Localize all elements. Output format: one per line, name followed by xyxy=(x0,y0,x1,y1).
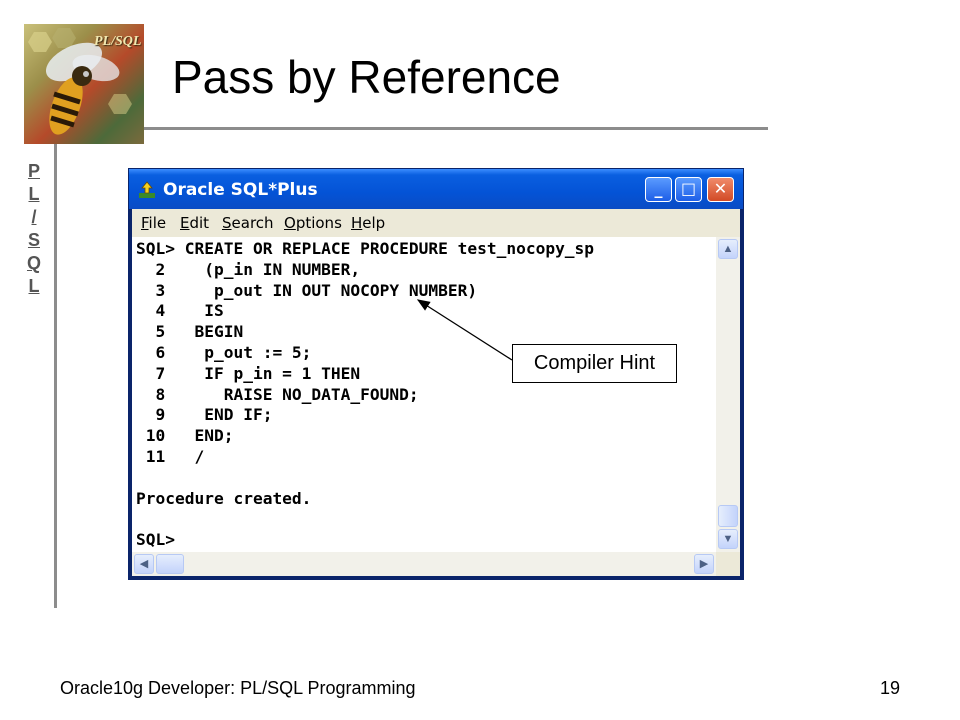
sqlplus-window: Oracle SQL*Plus _ □ ✕ File Edit Search O… xyxy=(128,168,744,580)
side-letter: P xyxy=(27,161,40,181)
menu-file[interactable]: File xyxy=(141,214,167,232)
side-letter: L xyxy=(28,276,40,296)
maximize-button[interactable]: □ xyxy=(675,177,702,202)
title-divider xyxy=(144,127,768,130)
side-divider xyxy=(54,144,57,608)
menu-bar: File Edit Search Options Help xyxy=(132,209,740,237)
code-listing: SQL> CREATE OR REPLACE PROCEDURE test_no… xyxy=(136,239,595,550)
page-number: 19 xyxy=(880,678,901,698)
vertical-scrollbar[interactable]: ▲ ▼ xyxy=(716,237,740,552)
arrow-right-icon[interactable]: ▶ xyxy=(694,554,714,574)
arrow-up-icon[interactable]: ▲ xyxy=(718,239,738,259)
footer-text: Oracle10g Developer: PL/SQL Programming xyxy=(60,678,416,698)
side-letter: Q xyxy=(26,253,41,273)
horizontal-scroll-thumb[interactable] xyxy=(156,554,184,574)
menu-edit[interactable]: Edit xyxy=(180,214,210,232)
window-titlebar[interactable]: Oracle SQL*Plus _ □ ✕ xyxy=(129,169,743,209)
vertical-scroll-thumb[interactable] xyxy=(718,505,738,527)
sqlplus-app-icon xyxy=(139,181,155,198)
slide-title: Pass by Reference xyxy=(172,51,561,103)
close-button[interactable]: ✕ xyxy=(707,177,734,202)
menu-search[interactable]: Search xyxy=(222,214,274,232)
side-letter: / xyxy=(31,207,37,227)
window-title: Oracle SQL*Plus xyxy=(163,180,318,200)
side-label: P L / S Q L xyxy=(22,160,46,298)
bee-icon xyxy=(28,28,132,135)
sqlplus-output[interactable]: SQL> CREATE OR REPLACE PROCEDURE test_no… xyxy=(132,237,716,552)
horizontal-scrollbar[interactable]: ◀ ▶ xyxy=(132,552,716,576)
logo-text: PL/SQL xyxy=(94,34,142,49)
compiler-hint-callout: Compiler Hint xyxy=(512,344,677,383)
arrow-left-icon[interactable]: ◀ xyxy=(134,554,154,574)
side-letter: S xyxy=(27,230,40,250)
arrow-down-icon[interactable]: ▼ xyxy=(718,529,738,549)
plsql-bee-logo: PL/SQL xyxy=(24,24,144,144)
side-letter: L xyxy=(28,184,40,204)
scrollbar-corner xyxy=(716,552,740,576)
menu-options[interactable]: Options xyxy=(284,214,342,232)
menu-help[interactable]: Help xyxy=(351,214,386,232)
minimize-button[interactable]: _ xyxy=(645,177,672,202)
